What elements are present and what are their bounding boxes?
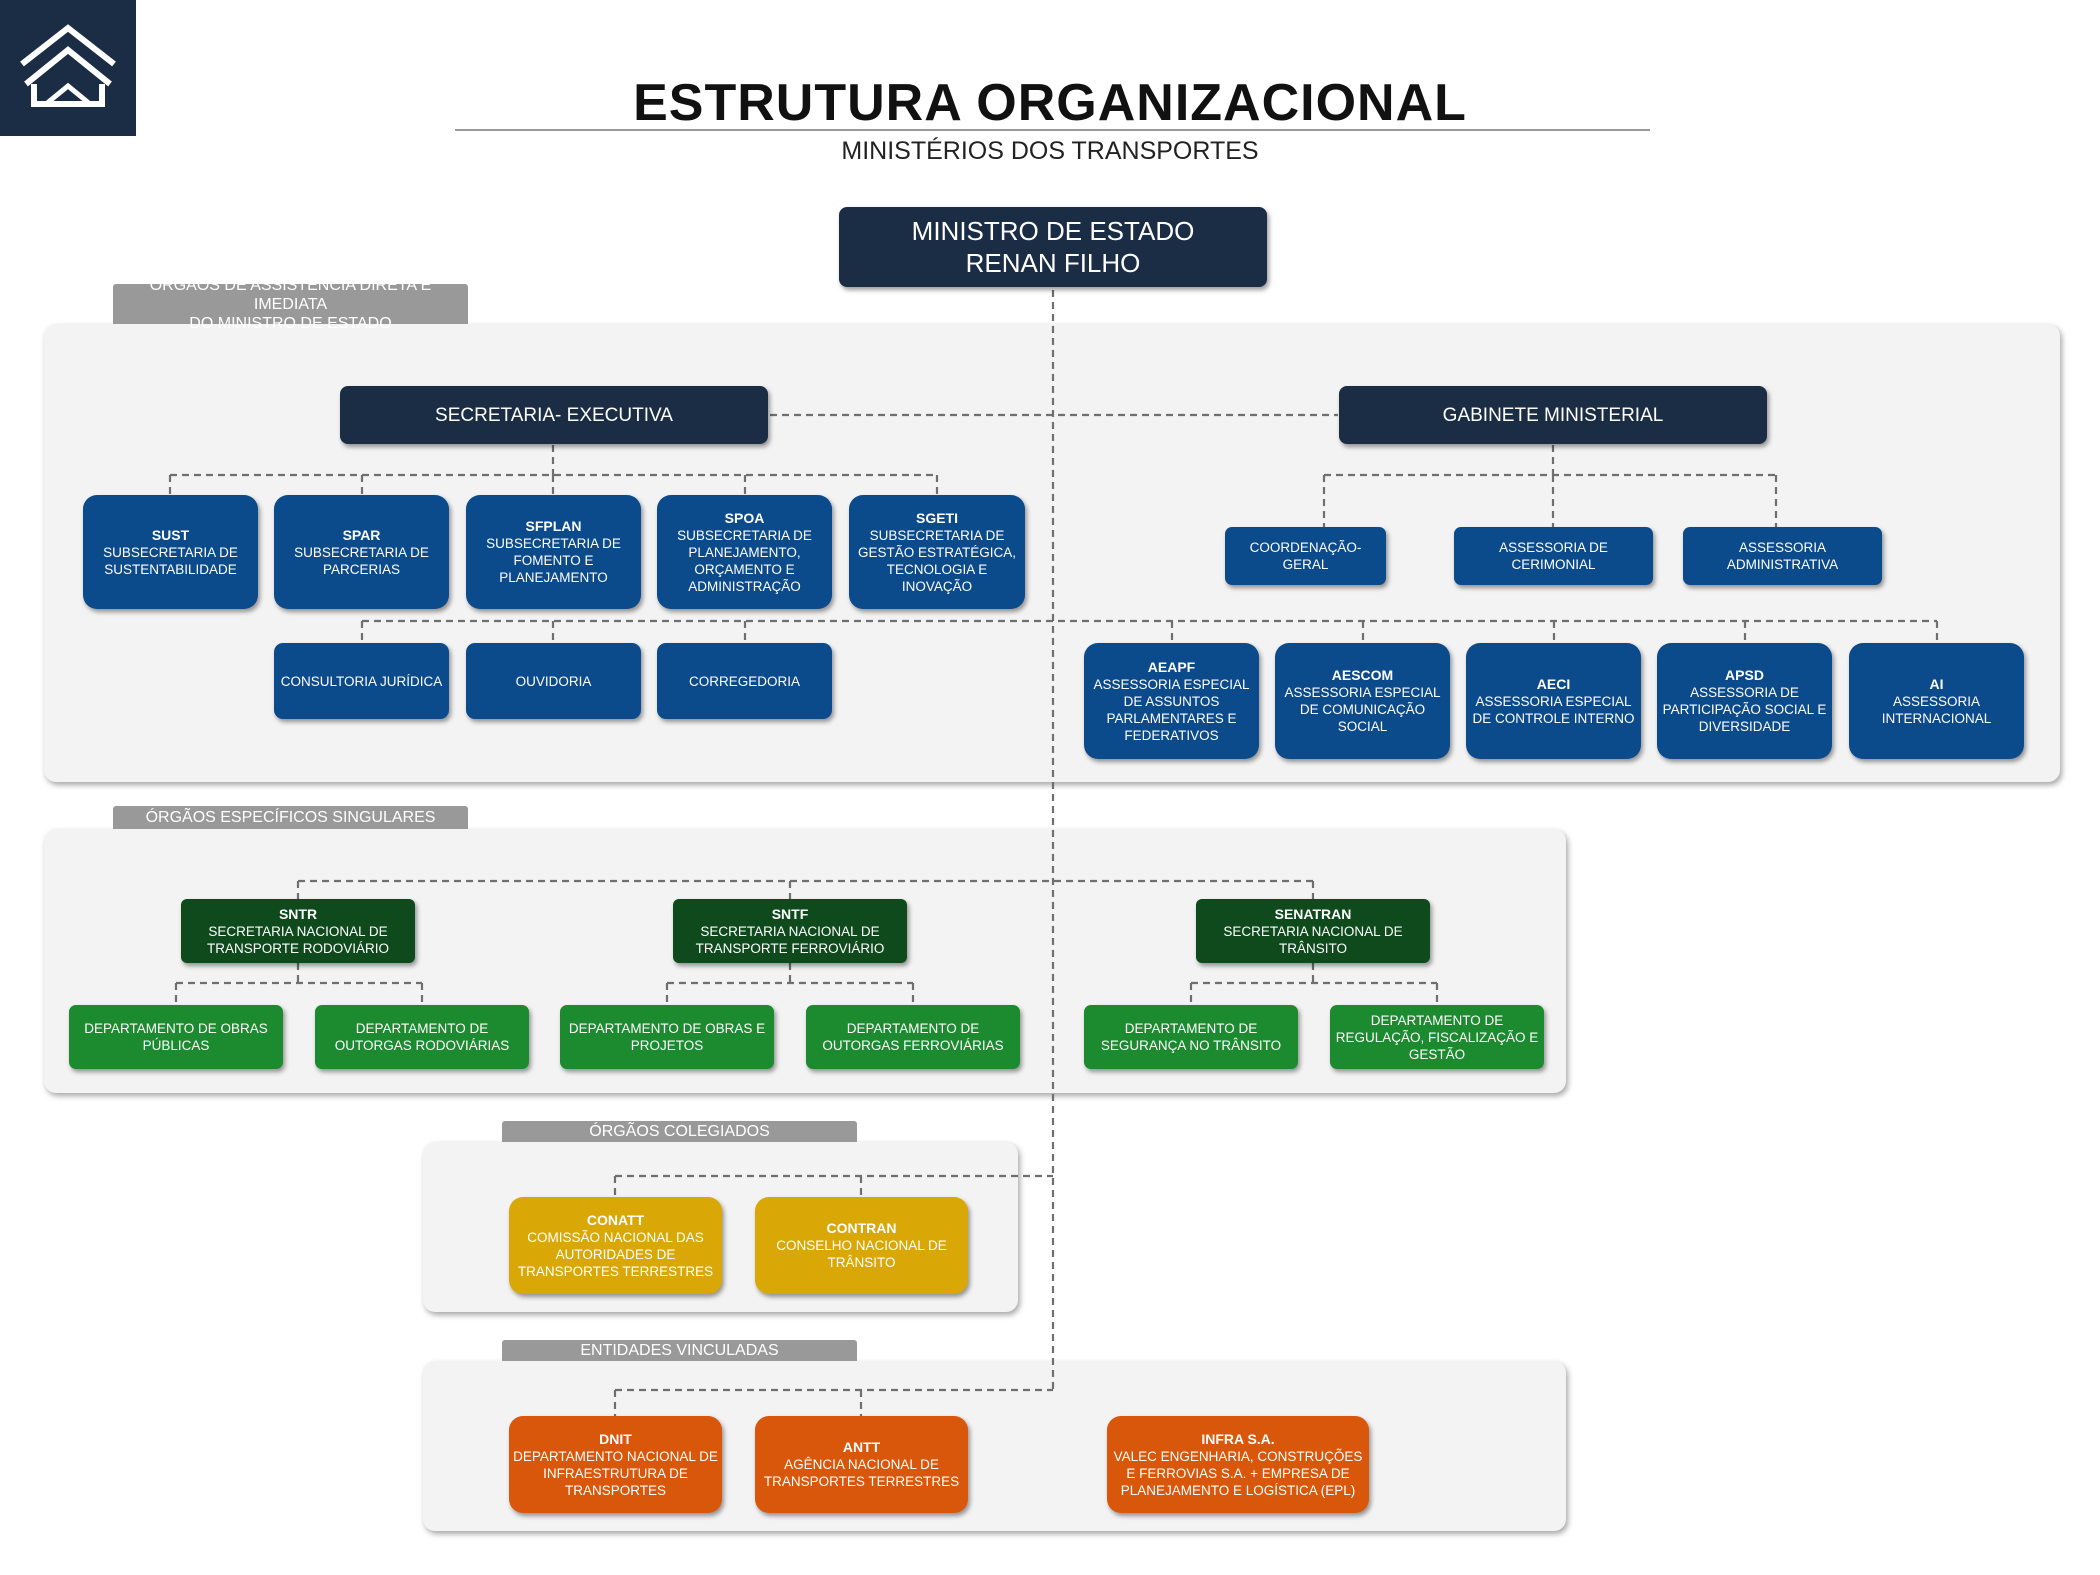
colegiado-conatt-box[interactable]: CONATT COMISSÃO NACIONAL DAS AUTORIDADES… — [509, 1197, 722, 1294]
unit-acronym: AEAPF — [1147, 658, 1196, 675]
unit-name: SUBSECRETARIA DE PARCERIAS — [294, 544, 429, 577]
section-tab-collegiate-organs: ÓRGÃOS COLEGIADOS — [502, 1121, 857, 1142]
unit-name: ASSESSORIA ESPECIAL DE COMUNICAÇÃO SOCIA… — [1284, 685, 1441, 734]
minister-name: RENAN FILHO — [965, 248, 1141, 278]
department-box[interactable]: DEPARTAMENTO DE OBRAS PÚBLICAS — [69, 1005, 283, 1069]
unit-name: SUBSECRETARIA DE GESTÃO ESTRATÉGICA, TEC… — [857, 527, 1017, 594]
unit-acronym: INFRA S.A. — [1201, 1430, 1275, 1447]
department-box[interactable]: DEPARTAMENTO DE OUTORGAS RODOVIÁRIAS — [315, 1005, 529, 1069]
section-tab-direct-assistance: ÓRGÃOS DE ASSISTÊNCIA DIRETA E IMEDIATA … — [113, 277, 468, 332]
department-box[interactable]: DEPARTAMENTO DE SEGURANÇA NO TRÂNSITO — [1084, 1005, 1298, 1069]
unit-acronym: SPAR — [342, 526, 381, 543]
unit-acronym: DNIT — [599, 1430, 632, 1447]
assessoria-aescom-box[interactable]: AESCOM ASSESSORIA ESPECIAL DE COMUNICAÇÃ… — [1275, 643, 1450, 759]
consultoria-juridica-box[interactable]: CONSULTORIA JURÍDICA — [274, 643, 449, 719]
subsecretaria-spoa-box[interactable]: SPOA SUBSECRETARIA DE PLANEJAMENTO, ORÇA… — [657, 495, 832, 609]
unit-acronym: SENATRAN — [1274, 905, 1352, 922]
unit-acronym: CONATT — [586, 1211, 645, 1228]
gabinete-ministerial-box[interactable]: GABINETE MINISTERIAL — [1339, 386, 1767, 444]
subsecretaria-spar-box[interactable]: SPAR SUBSECRETARIA DE PARCERIAS — [274, 495, 449, 609]
unit-name: SUBSECRETARIA DE PLANEJAMENTO, ORÇAMENTO… — [677, 527, 812, 594]
unit-name: SUBSECRETARIA DE SUSTENTABILIDADE — [103, 544, 238, 577]
unit-name: ASSESSORIA INTERNACIONAL — [1881, 693, 1992, 726]
unit-acronym: SNTF — [771, 905, 809, 922]
unit-acronym: CONTRAN — [826, 1220, 897, 1236]
unit-name: VALEC ENGENHARIA, CONSTRUÇÕES E FERROVIA… — [1113, 1448, 1363, 1498]
minister-title: MINISTRO DE ESTADO — [911, 216, 1195, 246]
unit-name: ASSESSORIA DE PARTICIPAÇÃO SOCIAL E DIVE… — [1662, 685, 1827, 734]
coordenacao-geral-box[interactable]: COORDENAÇÃO-GERAL — [1225, 527, 1386, 585]
unit-acronym: ANTT — [842, 1439, 881, 1455]
entidade-dnit-box[interactable]: DNIT DEPARTAMENTO NACIONAL DE INFRAESTRU… — [509, 1416, 722, 1513]
section-tab-line: DO MINISTRO DE ESTADO — [189, 314, 392, 332]
minister-box[interactable]: MINISTRO DE ESTADO RENAN FILHO — [839, 207, 1267, 287]
unit-acronym: AESCOM — [1331, 667, 1394, 683]
unit-name: DEPARTAMENTO NACIONAL DE INFRAESTRUTURA … — [513, 1448, 718, 1498]
assessoria-ai-box[interactable]: AI ASSESSORIA INTERNACIONAL — [1849, 643, 2024, 759]
unit-acronym: AI — [1929, 675, 1944, 692]
assessoria-aeci-box[interactable]: AECI ASSESSORIA ESPECIAL DE CONTROLE INT… — [1466, 643, 1641, 759]
section-tab-linked-entities: ENTIDADES VINCULADAS — [502, 1340, 857, 1361]
page-title: ESTRUTURA ORGANIZACIONAL — [633, 74, 1467, 132]
unit-acronym: AECI — [1536, 675, 1571, 692]
unit-acronym: APSD — [1725, 667, 1764, 683]
unit-acronym: SGETI — [915, 509, 958, 526]
entidade-infra-box[interactable]: INFRA S.A. VALEC ENGENHARIA, CONSTRUÇÕES… — [1107, 1416, 1369, 1513]
department-box[interactable]: DEPARTAMENTO DE OBRAS E PROJETOS — [560, 1005, 774, 1069]
house-chevrons-icon — [20, 24, 116, 107]
subsecretaria-sfplan-box[interactable]: SFPLAN SUBSECRETARIA DE FOMENTO E PLANEJ… — [466, 495, 641, 609]
assessoria-administrativa-box[interactable]: ASSESSORIA ADMINISTRATIVA — [1683, 527, 1882, 585]
colegiado-contran-box[interactable]: CONTRAN CONSELHO NACIONAL DE TRÂNSITO — [755, 1197, 968, 1294]
unit-name: SECRETARIA NACIONAL DE TRANSPORTE FERROV… — [695, 923, 885, 956]
page-subtitle: MINISTÉRIOS DOS TRANSPORTES — [841, 137, 1259, 165]
unit-name: SECRETARIA NACIONAL DE TRÂNSITO — [1223, 923, 1403, 956]
title-divider — [455, 129, 1650, 131]
unit-name: SECRETARIA NACIONAL DE TRANSPORTE RODOVI… — [206, 923, 390, 956]
department-box[interactable]: DEPARTAMENTO DE OUTORGAS FERROVIÁRIAS — [806, 1005, 1020, 1069]
assessoria-apsd-box[interactable]: APSD ASSESSORIA DE PARTICIPAÇÃO SOCIAL E… — [1657, 643, 1832, 759]
department-box[interactable]: DEPARTAMENTO DE REGULAÇÃO, FISCALIZAÇÃO … — [1330, 1005, 1544, 1069]
logo — [0, 0, 136, 136]
unit-name: ASSESSORIA ESPECIAL DE CONTROLE INTERNO — [1472, 693, 1635, 726]
secretaria-sntf-box[interactable]: SNTF SECRETARIA NACIONAL DE TRANSPORTE F… — [673, 899, 907, 963]
unit-acronym: SNTR — [278, 905, 318, 922]
entidade-antt-box[interactable]: ANTT AGÊNCIA NACIONAL DE TRANSPORTES TER… — [755, 1416, 968, 1513]
unit-name: ASSESSORIA ESPECIAL DE ASSUNTOS PARLAMEN… — [1093, 676, 1250, 743]
unit-name: CONSELHO NACIONAL DE TRÂNSITO — [776, 1238, 947, 1270]
unit-name: AGÊNCIA NACIONAL DE TRANSPORTES TERRESTR… — [763, 1457, 960, 1489]
assessoria-cerimonial-box[interactable]: ASSESSORIA DE CERIMONIAL — [1454, 527, 1653, 585]
unit-acronym: SUST — [151, 526, 190, 543]
unit-name: SUBSECRETARIA DE FOMENTO E PLANEJAMENTO — [486, 536, 621, 585]
subsecretaria-sust-box[interactable]: SUST SUBSECRETARIA DE SUSTENTABILIDADE — [83, 495, 258, 609]
unit-acronym: SPOA — [724, 509, 765, 526]
section-tab-line: ÓRGÃOS DE ASSISTÊNCIA DIRETA E IMEDIATA — [149, 276, 432, 313]
secretaria-sntr-box[interactable]: SNTR SECRETARIA NACIONAL DE TRANSPORTE R… — [181, 899, 415, 963]
secretaria-senatran-box[interactable]: SENATRAN SECRETARIA NACIONAL DE TRÂNSITO — [1196, 899, 1430, 963]
secretaria-executiva-box[interactable]: SECRETARIA- EXECUTIVA — [340, 386, 768, 444]
unit-name: COMISSÃO NACIONAL DAS AUTORIDADES DE TRA… — [517, 1229, 714, 1279]
corregedoria-box[interactable]: CORREGEDORIA — [657, 643, 832, 719]
unit-acronym: SFPLAN — [525, 518, 582, 534]
ouvidoria-box[interactable]: OUVIDORIA — [466, 643, 641, 719]
section-tab-specific-organs: ÓRGÃOS ESPECÍFICOS SINGULARES — [113, 806, 468, 829]
assessoria-aeapf-box[interactable]: AEAPF ASSESSORIA ESPECIAL DE ASSUNTOS PA… — [1084, 643, 1259, 759]
subsecretaria-sgeti-box[interactable]: SGETI SUBSECRETARIA DE GESTÃO ESTRATÉGIC… — [849, 495, 1025, 609]
